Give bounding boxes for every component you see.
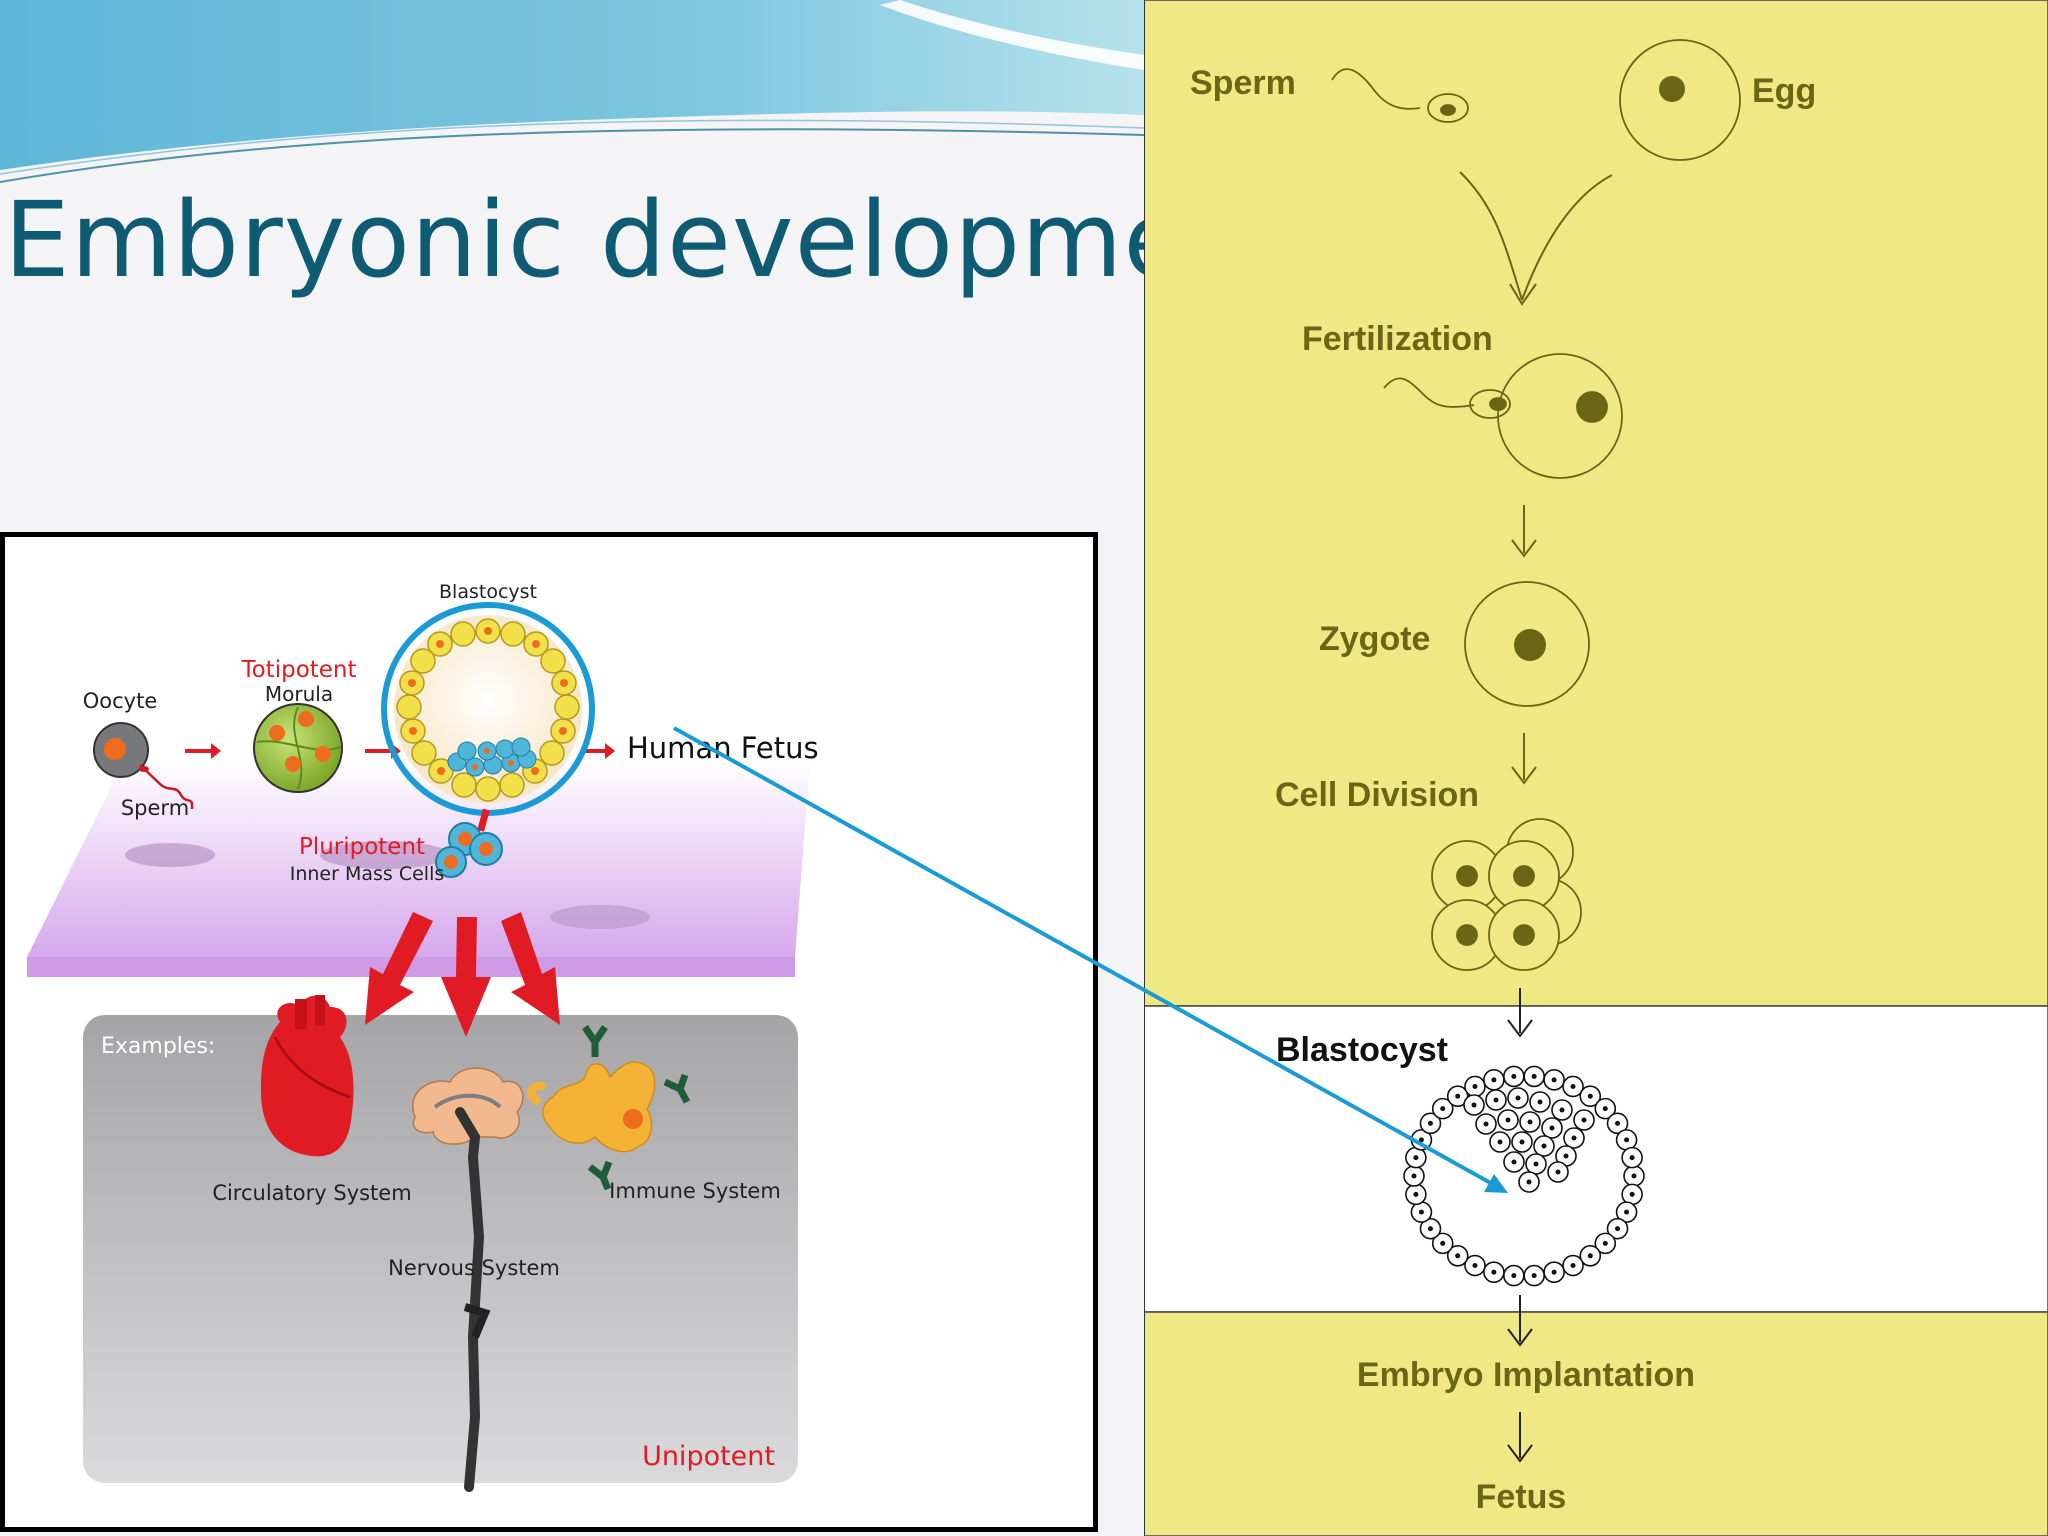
cell-division-label: Cell Division <box>1275 776 1479 814</box>
inner-mass-cells-icon <box>435 822 503 878</box>
decorative-wave <box>0 0 1144 183</box>
fertilization-label: Fertilization <box>1302 320 1493 358</box>
heart-icon <box>260 995 354 1157</box>
right-panel: Sperm Egg Fertilization Zygote Cell Divi… <box>1144 0 2048 1536</box>
stem-cell-figure: Oocyte Sperm Totipotent Morula <box>0 532 1098 1532</box>
blastocyst-cell-nucleus <box>1537 1099 1543 1105</box>
oocyte-icon <box>93 722 194 810</box>
blastocyst-cell-nucleus <box>1531 1273 1537 1279</box>
sperm-icon <box>1331 68 1469 123</box>
fetus-label: Fetus <box>1476 1478 1567 1516</box>
blastocyst-cell-nucleus <box>1411 1173 1417 1179</box>
blastocyst-cell-nucleus <box>1497 1139 1503 1145</box>
blastocyst-cell-nucleus <box>1418 1137 1424 1143</box>
nervous-label: Nervous System <box>388 1256 560 1280</box>
blastocyst-cell-nucleus <box>1531 1073 1537 1079</box>
blastocyst-cell-nucleus <box>1519 1139 1525 1145</box>
blastocyst-cell-nucleus <box>1541 1143 1547 1149</box>
blastocyst-cell-nucleus <box>1413 1191 1419 1197</box>
blastocyst-cell-nucleus <box>1602 1240 1608 1246</box>
blastocyst-cell-nucleus <box>1472 1083 1478 1089</box>
blastocyst-cell-nucleus <box>1559 1107 1565 1113</box>
blastocyst-cell-nucleus <box>1631 1173 1637 1179</box>
blastocyst-cell-nucleus <box>1555 1169 1561 1175</box>
blastocyst-cell-nucleus <box>1533 1161 1539 1167</box>
blastocyst-cell-nucleus <box>1472 1263 1478 1269</box>
pluripotent-label: Pluripotent <box>299 834 425 860</box>
blastocyst-cell-nucleus <box>1483 1121 1489 1127</box>
blastocyst-cell-nucleus <box>1493 1097 1499 1103</box>
zygote-label: Zygote <box>1319 620 1430 658</box>
unipotent-label: Unipotent <box>642 1441 775 1472</box>
blastocyst-cell-nucleus <box>1570 1083 1576 1089</box>
blastocyst-cell-nucleus <box>1455 1253 1461 1259</box>
sperm-label: Sperm <box>121 796 189 820</box>
blastocyst-cell-nucleus <box>1511 1073 1517 1079</box>
blastocyst-cell-nucleus <box>1527 1119 1533 1125</box>
brain-icon <box>412 1067 524 1492</box>
blastocyst-cell-nucleus <box>1570 1263 1576 1269</box>
blastocyst-cell-nucleus <box>1629 1155 1635 1161</box>
embryo-implantation-label: Embryo Implantation <box>1357 1356 1695 1394</box>
slide-title: Embryonic development <box>4 179 1144 301</box>
blastocyst-cell-nucleus <box>1587 1253 1593 1259</box>
blastocyst-cell-nucleus <box>1551 1077 1557 1083</box>
slide: Embryonic development <box>0 0 1144 1532</box>
differentiation-arrows-icon <box>365 912 560 1037</box>
circulatory-label: Circulatory System <box>212 1181 411 1205</box>
human-fetus-label: Human Fetus <box>627 731 819 765</box>
immune-label: Immune System <box>609 1179 781 1203</box>
down-arrow-icon <box>1507 988 1533 1038</box>
blastocyst-label: Blastocyst <box>1276 1031 1448 1069</box>
fertilization-icon <box>1383 353 1623 479</box>
blastocyst-icon <box>381 602 595 816</box>
blastocyst-cell-nucleus <box>1511 1159 1517 1165</box>
blastocyst-cell-nucleus <box>1427 1226 1433 1232</box>
blastocyst-cell-nucleus <box>1471 1102 1477 1108</box>
down-arrow-icon <box>1511 505 1537 558</box>
blastocyst-cell-nucleus <box>1602 1106 1608 1112</box>
down-arrow-icon <box>1507 1412 1533 1463</box>
morula-label: Morula <box>265 682 333 706</box>
blastocyst-cell-nucleus <box>1629 1191 1635 1197</box>
blastocyst-cell-nucleus <box>1624 1137 1630 1143</box>
blastocyst-cell-nucleus <box>1427 1120 1433 1126</box>
oocyte-label: Oocyte <box>83 689 158 713</box>
blastocyst-cell-nucleus <box>1511 1273 1517 1279</box>
blastocyst-cell-nucleus <box>1440 1240 1446 1246</box>
blastocyst-cell-nucleus <box>1581 1117 1587 1123</box>
blastocyst-cell-nucleus <box>1491 1269 1497 1275</box>
blastocyst-cell-nucleus <box>1615 1120 1621 1126</box>
egg-icon <box>1619 39 1741 161</box>
blastocyst-cell-nucleus <box>1624 1209 1630 1215</box>
zygote-icon <box>1464 581 1590 707</box>
blastocyst-cell-nucleus <box>1571 1135 1577 1141</box>
merge-arrow-icon <box>1459 171 1613 306</box>
blastocyst-cell-nucleus <box>1615 1226 1621 1232</box>
blastocyst-cell-nucleus <box>1505 1117 1511 1123</box>
blastocyst-cell-nucleus <box>1515 1095 1521 1101</box>
blastocyst-cell-nucleus <box>1418 1209 1424 1215</box>
totipotent-label: Totipotent <box>240 657 356 683</box>
blastocyst-label: Blastocyst <box>439 581 537 603</box>
examples-label: Examples: <box>101 1034 215 1059</box>
down-arrow-icon <box>1507 1295 1533 1347</box>
blastocyst-cell-nucleus <box>1491 1077 1497 1083</box>
down-arrow-icon <box>1511 733 1537 785</box>
egg-label: Egg <box>1752 72 1816 110</box>
blastocyst-cell-nucleus <box>1551 1269 1557 1275</box>
immune-cell-icon <box>527 1061 656 1153</box>
inner-mass-label: Inner Mass Cells <box>290 863 445 885</box>
morula-icon <box>253 703 343 793</box>
blastocyst-cell-nucleus <box>1413 1155 1419 1161</box>
blastocyst-cell-nucleus <box>1526 1179 1532 1185</box>
blastocyst-cell-nucleus <box>1587 1093 1593 1099</box>
blastocyst-cell-nucleus <box>1440 1106 1446 1112</box>
blastocyst-cell-nucleus <box>1549 1125 1555 1131</box>
blastocyst-cell-nucleus <box>1455 1093 1461 1099</box>
blastocyst-cell-nucleus <box>1563 1153 1569 1159</box>
sperm-label: Sperm <box>1190 64 1296 102</box>
